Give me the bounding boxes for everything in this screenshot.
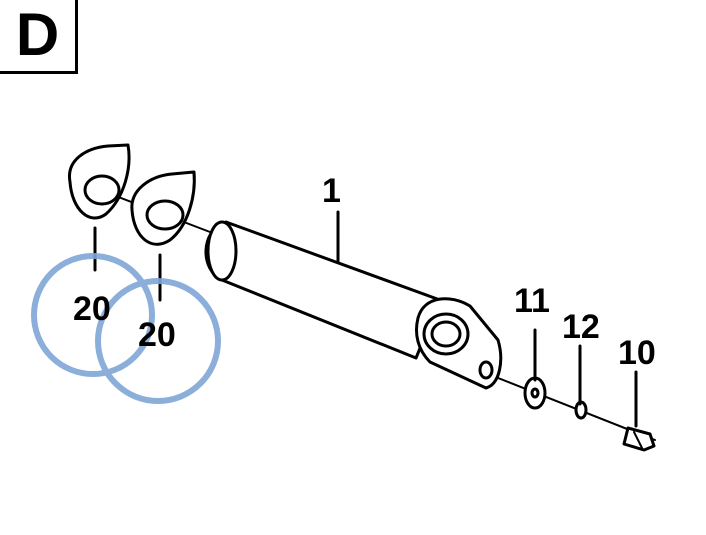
callout-12: 12	[562, 308, 600, 346]
pin-shaft-1	[204, 220, 442, 360]
highlight-circle-20b	[95, 278, 221, 404]
callout-1: 1	[322, 172, 341, 210]
washer-20-right-hole	[145, 199, 185, 231]
pin-shaft-1-end	[206, 220, 238, 282]
callout-11: 11	[514, 282, 550, 320]
bolt-10-flat	[633, 431, 643, 449]
callout-10: 10	[618, 334, 656, 372]
washer-20-left-hole	[83, 174, 121, 206]
callout-20-left: 20	[73, 290, 111, 328]
callout-20-right: 20	[138, 316, 176, 354]
washer-11-hole	[530, 387, 540, 399]
section-letter-box: D	[0, 0, 78, 74]
pin-lug-boss-inner	[430, 320, 462, 348]
bolt-10	[622, 426, 656, 452]
highlight-circle-20a	[31, 253, 155, 377]
pin-lug-hole	[478, 360, 494, 380]
